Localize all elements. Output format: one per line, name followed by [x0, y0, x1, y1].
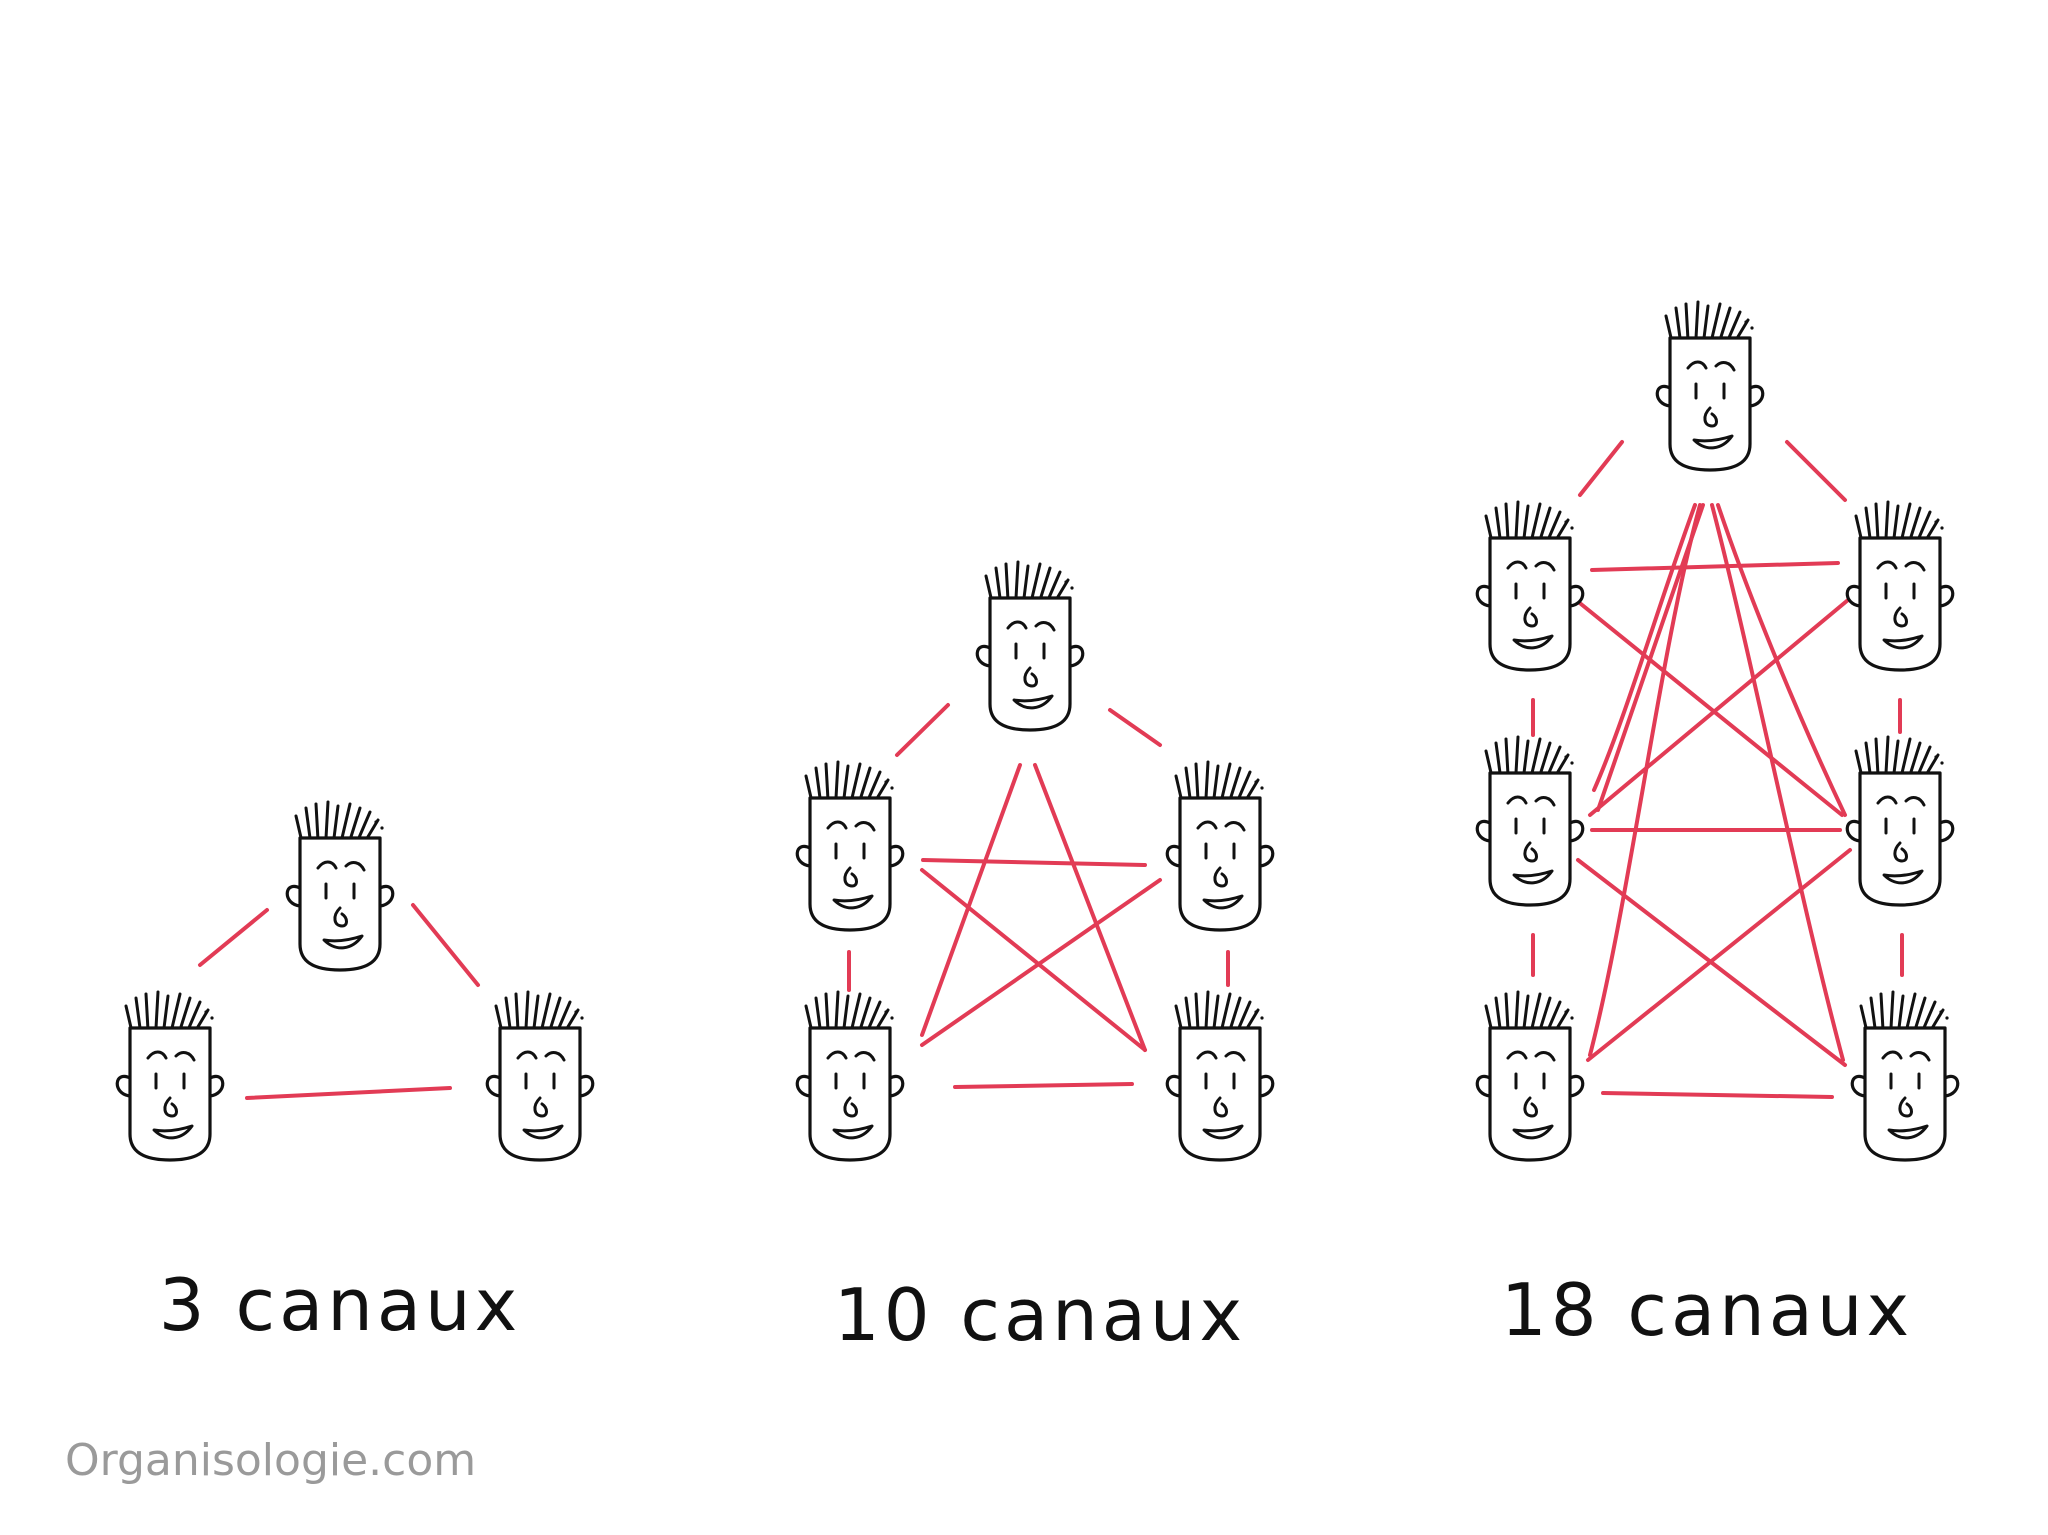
smiling-person-head-icon — [1850, 990, 1960, 1162]
smiling-person-head-icon — [1475, 500, 1585, 672]
channel-link — [411, 903, 480, 987]
group-10-canaux: 10 canaux — [795, 560, 1275, 1357]
group-10-caption: 10 canaux — [834, 1273, 1246, 1357]
channel-link — [1108, 708, 1162, 747]
channel-link — [1785, 440, 1847, 502]
channel-link — [1586, 848, 1852, 1062]
group-18-canaux: 18 canaux — [1475, 300, 1960, 1352]
channel-link — [920, 878, 1162, 1047]
smiling-person-head-icon — [975, 560, 1085, 732]
group-18-links — [1531, 440, 1904, 1099]
smiling-person-head-icon — [115, 990, 225, 1162]
channel-link — [1588, 598, 1850, 817]
channel-link — [245, 1086, 452, 1100]
channel-link — [1588, 503, 1702, 1057]
channel-link — [920, 763, 1022, 1037]
channel-link — [1710, 503, 1845, 1062]
channel-link — [953, 1082, 1134, 1089]
channel-link — [1592, 503, 1697, 792]
smiling-person-head-icon — [1655, 300, 1765, 472]
channel-link — [1590, 561, 1840, 572]
channel-link — [895, 703, 950, 757]
smiling-person-head-icon — [1475, 990, 1585, 1162]
smiling-person-head-icon — [285, 800, 395, 972]
group-10-links — [847, 703, 1230, 1089]
channel-link — [1578, 440, 1624, 497]
group-3-caption: 3 canaux — [159, 1263, 521, 1347]
channel-link — [198, 908, 269, 967]
channel-link — [921, 858, 1147, 867]
channel-link — [920, 868, 1147, 1052]
channel-link — [1033, 763, 1147, 1052]
smiling-person-head-icon — [1165, 760, 1275, 932]
smiling-person-head-icon — [1845, 735, 1955, 907]
group-18-caption: 18 canaux — [1501, 1268, 1913, 1352]
smiling-person-head-icon — [1165, 990, 1275, 1162]
smiling-person-head-icon — [795, 760, 905, 932]
smiling-person-head-icon — [1845, 500, 1955, 672]
watermark: Organisologie.com — [65, 1435, 476, 1486]
channel-link — [1601, 1091, 1834, 1099]
smiling-person-head-icon — [485, 990, 595, 1162]
group-3-canaux: 3 canaux — [115, 800, 595, 1347]
group-3-links — [198, 903, 480, 1100]
smiling-person-head-icon — [795, 990, 905, 1162]
smiling-person-head-icon — [1475, 735, 1585, 907]
channel-link — [1596, 503, 1705, 812]
channel-link — [1574, 598, 1844, 817]
